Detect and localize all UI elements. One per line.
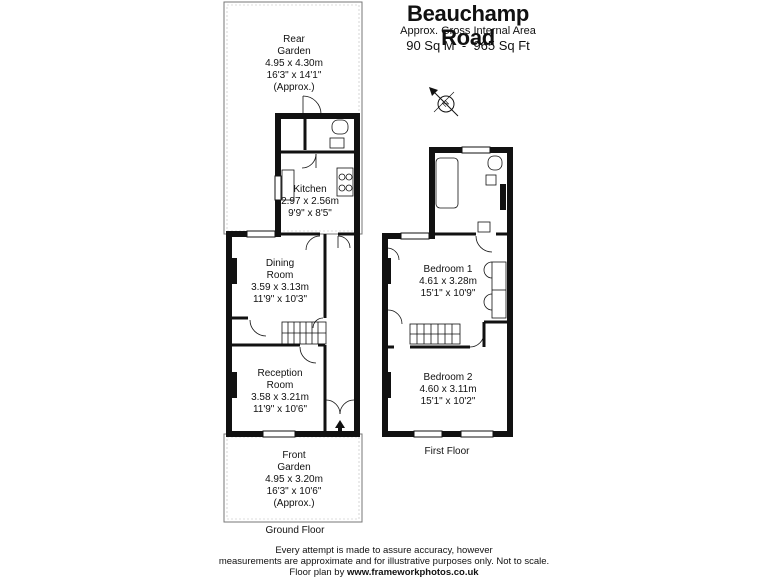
first-floor-walls xyxy=(382,147,513,437)
first-floor-label: First Floor xyxy=(424,446,470,457)
entrance-arrow-icon xyxy=(335,420,345,432)
area-value: 90 Sq M - 965 Sq Ft xyxy=(406,38,530,53)
reception-room-label: Reception Room 3.58 x 3.21m 11'9" x 10'6… xyxy=(251,368,309,415)
kitchen-label: Kitchen 2.97 x 2.56m 9'9" x 8'5" xyxy=(281,184,339,219)
area-label: Approx. Gross Internal Area xyxy=(400,25,536,37)
website-link[interactable]: www.frameworkphotos.co.uk xyxy=(346,567,479,578)
north-arrow-icon xyxy=(429,87,459,117)
bedroom-1-label: Bedroom 1 4.61 x 3.28m 15'1" x 10'9" xyxy=(419,264,477,299)
ground-floor-label: Ground Floor xyxy=(265,525,325,536)
page-title: Beauchamp Road xyxy=(406,1,529,50)
first-floor-windows xyxy=(400,146,494,438)
front-garden-label: Front Garden 4.95 x 3.20m 16'3" x 10'6" … xyxy=(265,450,323,509)
ground-floor-inner-walls xyxy=(231,118,355,432)
ground-floor-windows xyxy=(246,175,296,438)
first-floor-inner-walls xyxy=(387,232,508,349)
rear-garden-label: Rear Garden 4.95 x 4.30m 16'3" x 14'1" (… xyxy=(265,34,323,93)
dining-room-label: Dining Room 3.59 x 3.13m 11'9" x 10'3" xyxy=(251,258,309,305)
bedroom-2-label: Bedroom 2 4.60 x 3.11m 15'1" x 10'2" xyxy=(419,372,477,407)
disclaimer: Every attempt is made to assure accuracy… xyxy=(218,545,550,578)
ground-floor-walls xyxy=(226,113,360,437)
